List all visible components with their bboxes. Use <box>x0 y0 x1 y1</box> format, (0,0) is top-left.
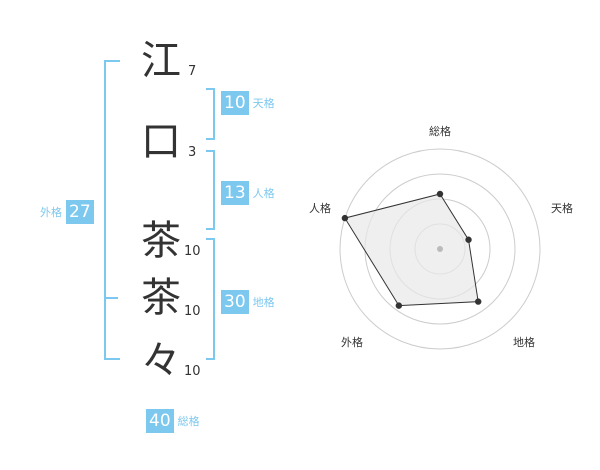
name-char-4: 茶 <box>141 275 181 321</box>
jinkaku-value: 13 <box>221 181 249 205</box>
radar-point-3 <box>395 302 403 309</box>
stroke-count-2: 3 <box>188 145 197 160</box>
gaikaku-bracket-tick <box>104 297 118 299</box>
radar-ring-4 <box>339 148 541 350</box>
gaikaku-score: 外格 27 <box>40 200 94 224</box>
radar-point-0 <box>436 190 444 198</box>
tenkaku-label: 天格 <box>252 97 275 110</box>
stroke-count-5: 10 <box>184 364 201 379</box>
name-char-5: 々 <box>141 338 181 384</box>
jinkaku-bracket <box>206 150 215 230</box>
name-char-3: 茶 <box>141 218 181 264</box>
jinkaku-score: 13 人格 <box>221 181 275 205</box>
radar-point-2 <box>475 298 482 305</box>
radar-axis-label-jinkaku: 人格 <box>309 201 331 215</box>
radar-axis-label-chikaku: 地格 <box>513 335 535 349</box>
tenkaku-score: 10 天格 <box>221 91 275 115</box>
radar-point-4 <box>341 214 349 222</box>
tenkaku-value: 10 <box>221 91 249 115</box>
radar-axis-label-tenkaku: 天格 <box>551 201 573 215</box>
name-char-2: 口 <box>141 119 181 165</box>
radar-data-polygon <box>344 193 479 307</box>
stroke-count-3: 10 <box>184 244 201 259</box>
tenkaku-bracket <box>206 88 215 140</box>
name-char-1: 江 <box>141 38 181 84</box>
soukaku-value: 40 <box>146 409 174 433</box>
radar-point-1 <box>465 236 472 243</box>
soukaku-score: 40 総格 <box>146 409 200 433</box>
radar-axis-label-soukaku: 総格 <box>429 124 451 138</box>
soukaku-label: 総格 <box>177 415 200 428</box>
gaikaku-value: 27 <box>66 200 94 224</box>
stroke-count-4: 10 <box>184 304 201 319</box>
radar-center-dot <box>437 246 443 252</box>
chikaku-value: 30 <box>221 290 249 314</box>
gaikaku-label: 外格 <box>40 206 62 219</box>
radar-points <box>341 190 482 309</box>
gaikaku-bracket <box>104 60 120 360</box>
chikaku-score: 30 地格 <box>221 290 275 314</box>
chikaku-label: 地格 <box>252 296 275 309</box>
radar-axis-label-gaikaku: 外格 <box>341 335 363 349</box>
jinkaku-label: 人格 <box>252 187 275 200</box>
chikaku-bracket <box>206 238 215 360</box>
stroke-count-1: 7 <box>188 64 197 79</box>
fortune-radar-chart: 総格 天格 地格 外格 人格 <box>309 124 573 350</box>
